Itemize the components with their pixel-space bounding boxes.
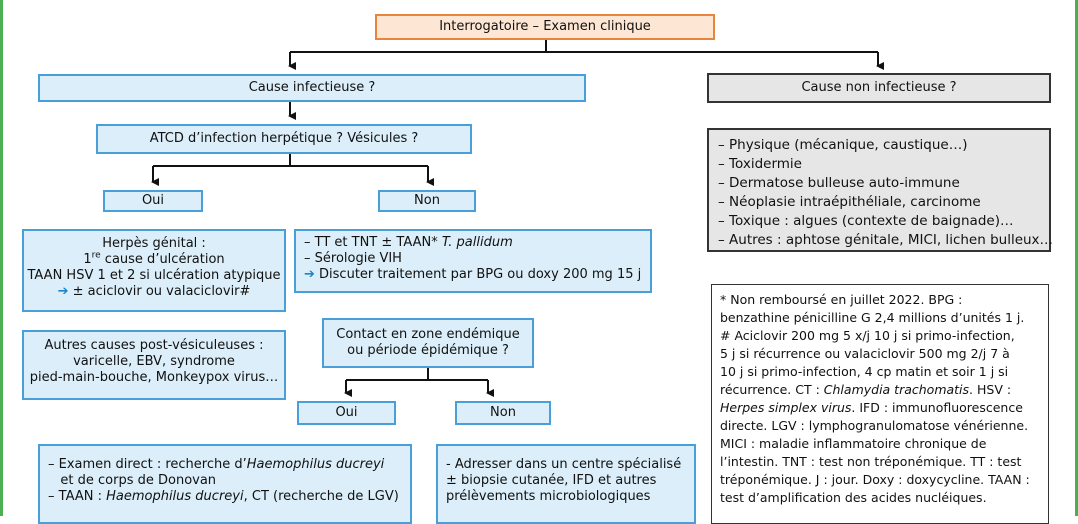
yes-box: Oui [103,190,203,212]
list-item: – Physique (mécanique, caustique…) [718,137,968,153]
no-box: Non [378,190,476,212]
note-line: benzathine pénicilline G 2,4 millions d’… [720,310,1025,325]
tt-tnt-text: – TT et TNT ± TAAN* T. pallidum [304,235,513,250]
post-vesicular-line3: pied-main-bouche, Monkeypox virus… [29,370,279,385]
non-infectious-cause-box: Cause non infectieuse ? [707,73,1051,103]
first-cause-text: 1re cause d’ulcération [83,250,225,267]
specialized-center-line2: ± biopsie cutanée, IFD et autres [446,473,657,488]
left-border [0,0,3,516]
note-line: récurrence. CT : Chlamydia trachomatis. … [720,382,1012,397]
endemic-question-box: Contact en zone endémique ou période épi… [322,318,534,368]
taan-hsv-text: TAAN HSV 1 et 2 si ulcération atypique [27,268,281,283]
endemic-question-line2: ou période épidémique ? [347,343,509,358]
post-vesicular-title: Autres causes post-vésiculeuses : [44,338,264,353]
note-line: tréponémique. J : jour. Doxy : doxycycli… [720,472,1030,487]
list-item: – Dermatose bulleuse auto-immune [718,175,960,191]
note-line: test d’amplification des acides nucléiqu… [720,490,987,505]
genital-herpes-title: Herpès génital : [102,236,206,251]
no-label: Non [414,193,440,208]
note-line: * Non remboursé en juillet 2022. BPG : [720,292,963,307]
specialized-center-line1: - Adresser dans un centre spécialisé [446,457,682,472]
post-vesicular-line2: varicelle, EBV, syndrome [73,354,235,369]
hiv-serology-text: – Sérologie VIH [304,251,402,266]
specialized-center-box: - Adresser dans un centre spécialisé ± b… [436,444,696,524]
endemic-no-box: Non [455,401,551,425]
note-line: # Aciclovir 200 mg 5 x/j 10 j si primo-i… [720,328,1015,343]
non-herpes-workup-box: – TT et TNT ± TAAN* T. pallidum – Sérolo… [294,229,652,293]
herpes-history-question-label: ATCD d’infection herpétique ? Vésicules … [149,131,419,146]
note-line: MICI : maladie inflammatoire chronique d… [720,436,987,451]
list-item: – Toxique : algues (contexte de baignade… [718,213,1014,229]
endemic-yes-label: Oui [335,405,358,420]
endemic-yes-box: Oui [297,401,396,425]
post-vesicular-box: Autres causes post-vésiculeuses : varice… [22,330,286,400]
specialized-center-line3: prélèvements microbiologiques [446,489,651,504]
non-infectious-list-box: – Physique (mécanique, caustique…) – Tox… [707,128,1054,252]
herpes-history-question-box: ATCD d’infection herpétique ? Vésicules … [96,124,472,154]
donovan-text: et de corps de Donovan [48,473,217,488]
right-arrow-icon: ➔ [304,267,315,282]
history-exam-label: Interrogatoire – Examen clinique [439,19,651,34]
right-border [1075,0,1078,516]
list-item: – Autres : aphtose génitale, MICI, liche… [718,232,1054,248]
infectious-cause-label: Cause infectieuse ? [248,80,376,95]
note-line: 10 j si primo-infection, 4 cp matin et s… [720,364,1009,379]
yes-label: Oui [141,193,165,208]
endemic-no-label: Non [490,405,516,420]
list-item: – Toxidermie [718,156,802,172]
direct-exam-box: – Examen direct : recherche d’Haemophilu… [38,444,412,524]
treatment-text: ➔ Discuter traitement par BPG ou doxy 20… [304,267,642,282]
non-infectious-cause-label: Cause non infectieuse ? [801,80,957,95]
history-exam-box: Interrogatoire – Examen clinique [375,14,715,40]
infectious-cause-box: Cause infectieuse ? [38,74,586,102]
right-arrow-icon: ➔ [57,284,69,299]
taan-haemophilus-text: – TAAN : Haemophilus ducreyi, CT (recher… [48,489,399,504]
endemic-question-line1: Contact en zone endémique [336,327,520,342]
note-line: 5 j si récurrence ou valaciclovir 500 mg… [720,346,1010,361]
notes-box: * Non remboursé en juillet 2022. BPG : b… [711,284,1049,524]
note-line: l’intestin. TNT : test non tréponémique.… [720,454,1022,469]
genital-herpes-box: Herpès génital : 1re cause d’ulcération … [22,229,286,312]
aciclovir-text: ➔ ± aciclovir ou valaciclovir# [57,284,251,299]
direct-exam-text: – Examen direct : recherche d’Haemophilu… [48,457,385,472]
list-item: – Néoplasie intraépithéliale, carcinome [718,194,981,210]
note-line: directe. LGV : lymphogranulomatose vénér… [720,418,1029,433]
note-line: Herpes simplex virus. IFD : immunofluore… [720,400,1023,415]
